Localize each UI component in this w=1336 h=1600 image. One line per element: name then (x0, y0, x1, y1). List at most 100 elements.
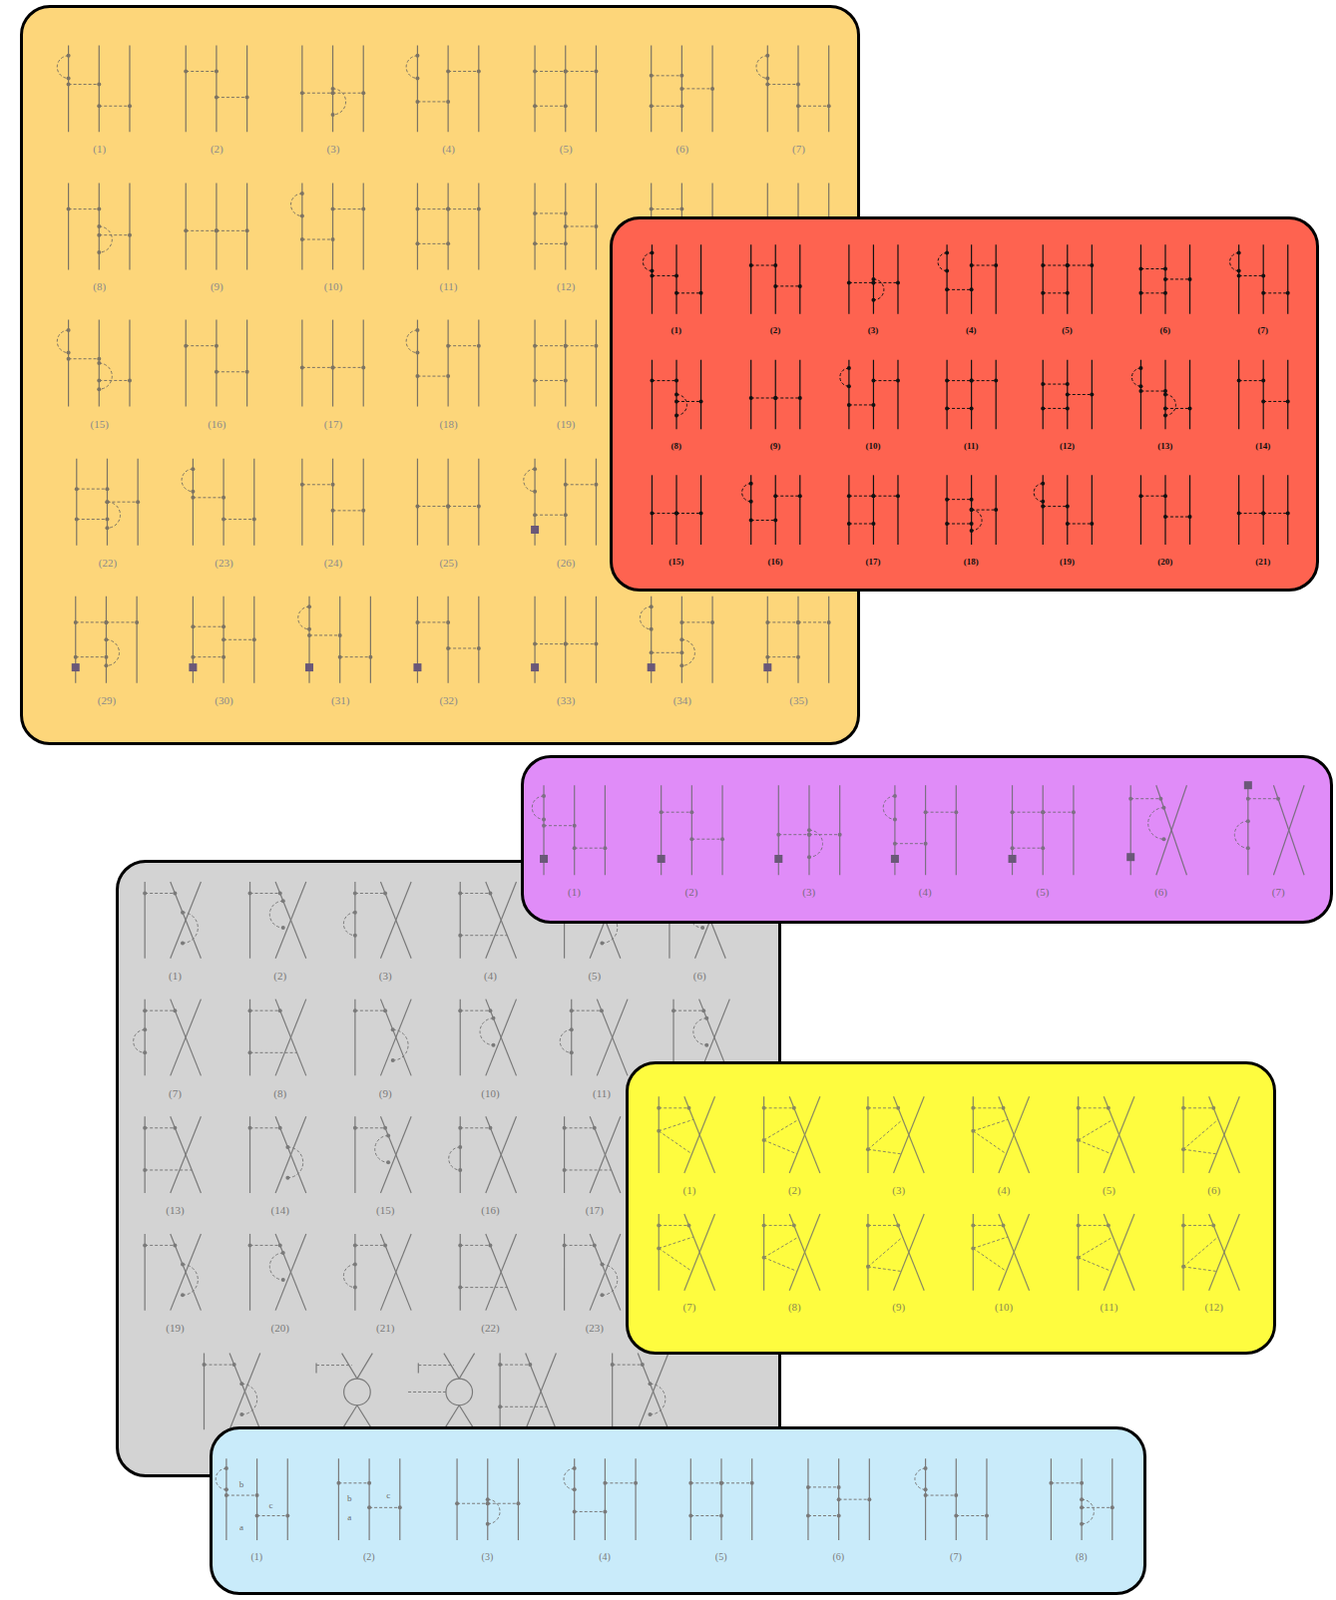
loop-line (447, 1147, 460, 1171)
vertex-dot (847, 521, 852, 526)
diagram-number: (16) (207, 419, 226, 431)
propagator-line (1140, 268, 1166, 270)
vertex-label: a (346, 1513, 353, 1523)
vertex-dot (1163, 277, 1168, 282)
nucleon-line (1209, 1214, 1241, 1292)
loop-line (873, 279, 884, 301)
nucleon-line (684, 1214, 716, 1292)
nucleon-line (1189, 360, 1191, 431)
loop-line (343, 912, 356, 936)
propagator-line (302, 483, 334, 485)
vertex-dot (1076, 1223, 1081, 1228)
diagram-panel: (1)(2)(3)(4)(5)(6)(7)(8)(9)(10)(11)(12)(… (609, 216, 1320, 592)
propagator-line (764, 1225, 795, 1227)
vertex-dot (674, 378, 679, 383)
vertex-dot (1236, 510, 1241, 515)
propagator-line (838, 1499, 870, 1501)
vertex-dot (1079, 1497, 1084, 1502)
loop-line (298, 606, 310, 630)
vertex-dot (993, 507, 998, 512)
counterterm-square (71, 663, 80, 672)
vertex-dot (331, 237, 336, 242)
nucleon-line (994, 244, 996, 315)
vertex-dot (674, 392, 679, 397)
propagator-line (868, 1119, 903, 1150)
vertex-dot (214, 370, 219, 375)
vertex-dot (490, 1043, 495, 1048)
nucleon-line (363, 45, 365, 133)
vertex-dot (698, 291, 703, 296)
nucleon-line (774, 360, 776, 431)
propagator-line (750, 397, 776, 399)
nucleon-line (484, 999, 516, 1077)
vertex-dot (571, 824, 576, 829)
vertex-dot (680, 86, 685, 91)
vertex-dot (1211, 1223, 1216, 1228)
vertex-dot (331, 86, 336, 91)
vertex-dot (968, 507, 973, 512)
vertex-dot (953, 810, 958, 815)
vertex-dot (599, 1263, 604, 1268)
vertex-dot (541, 794, 546, 799)
propagator-line (249, 1245, 280, 1247)
diagram-number: (17) (585, 1205, 604, 1217)
vertex-dot (331, 207, 336, 212)
nucleon-line (589, 1117, 621, 1195)
vertex-dot (847, 280, 852, 285)
vertex-dot (97, 357, 102, 362)
vertex-dot (66, 82, 71, 87)
vertex-dot (680, 663, 685, 668)
propagator-line (764, 1237, 800, 1259)
vertex-dot (490, 1016, 495, 1021)
vertex-dot (105, 525, 110, 530)
nucleon-line (380, 999, 412, 1077)
nucleon-line (67, 45, 69, 133)
diagram-number: (32) (439, 695, 457, 707)
loop-line (407, 330, 419, 354)
propagator-line (186, 345, 218, 347)
nucleon-line (223, 458, 225, 546)
vertex-dot (97, 379, 102, 384)
vertex-dot (1079, 1481, 1084, 1486)
vertex-dot (656, 1129, 661, 1134)
vertex-dot (457, 1008, 462, 1013)
vertex-dot (180, 941, 185, 946)
vertex-dot (533, 466, 538, 471)
loop-line (559, 1030, 571, 1054)
nucleon-line (275, 882, 307, 959)
vertex-dot (74, 517, 79, 522)
diagram-number: (2) (788, 1185, 802, 1197)
vertex-dot (231, 1362, 236, 1367)
nucleon-line (341, 1353, 357, 1380)
vertex-dot (796, 82, 801, 87)
vertex-dot (563, 69, 568, 74)
vertex-dot (1285, 291, 1290, 296)
vertex-dot (533, 344, 538, 349)
nucleon-line (721, 785, 723, 876)
propagator-line (946, 289, 972, 291)
vertex-dot (766, 620, 771, 625)
vertex-dot (944, 521, 949, 526)
propagator-line (972, 1248, 1006, 1272)
nucleon-line (1262, 474, 1264, 545)
vertex-dot (541, 824, 546, 829)
diagram-number: (19) (556, 419, 575, 431)
vertex-dot (953, 1514, 958, 1519)
nucleon-line (246, 45, 248, 133)
vertex-dot (66, 76, 71, 81)
vertex-dot (104, 620, 109, 625)
nucleon-line (565, 596, 567, 684)
nucleon-line (169, 999, 201, 1077)
nucleon-line (1209, 1214, 1241, 1292)
vertex-dot (245, 95, 250, 100)
nucleon-line (1140, 474, 1142, 545)
nucleon-line (76, 458, 78, 546)
propagator-line (676, 512, 702, 514)
vertex-dot (871, 493, 876, 498)
vertex-dot (201, 1362, 206, 1367)
vertex-dot (968, 507, 973, 512)
nucleon-line (380, 999, 412, 1077)
vertex-dot (748, 517, 753, 522)
vertex-dot (922, 842, 927, 847)
vertex-dot (1064, 503, 1069, 508)
